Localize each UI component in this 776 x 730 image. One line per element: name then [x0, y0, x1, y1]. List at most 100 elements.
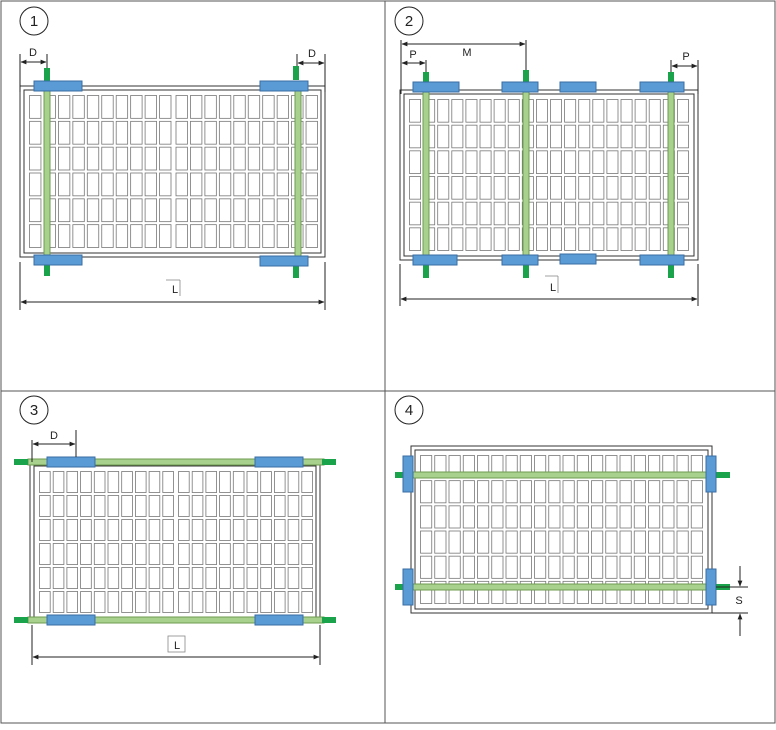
cell — [649, 151, 660, 174]
cell — [149, 496, 160, 517]
cell — [163, 496, 174, 517]
panel-number: 1 — [30, 13, 38, 30]
cell — [219, 199, 230, 222]
cell — [551, 100, 562, 123]
cell — [73, 147, 84, 170]
cell — [410, 151, 421, 174]
cell — [421, 531, 432, 553]
cell — [306, 173, 317, 196]
cell — [73, 121, 84, 144]
cell — [302, 520, 313, 541]
cell — [565, 125, 576, 148]
cell — [606, 531, 617, 553]
cell — [577, 531, 588, 553]
cell — [179, 472, 190, 493]
cell — [677, 202, 688, 225]
cell — [234, 96, 245, 119]
cell — [131, 147, 142, 170]
cell — [621, 177, 632, 200]
rail-middle — [523, 88, 529, 262]
cell — [108, 472, 119, 493]
cell — [135, 472, 146, 493]
cell — [53, 496, 64, 517]
cell — [592, 506, 603, 528]
cell — [206, 472, 217, 493]
cell — [635, 151, 646, 174]
cell — [190, 96, 201, 119]
cell — [463, 481, 474, 503]
cell — [102, 225, 113, 248]
cell — [145, 121, 156, 144]
cell — [302, 544, 313, 565]
cell — [40, 496, 51, 517]
cell — [40, 592, 51, 613]
cell — [131, 96, 142, 119]
cell — [621, 228, 632, 251]
cell — [466, 228, 477, 251]
cell — [145, 147, 156, 170]
cell — [492, 481, 503, 503]
cell — [53, 568, 64, 589]
cell — [81, 544, 92, 565]
cell — [192, 496, 203, 517]
cell — [494, 228, 505, 251]
cell — [592, 481, 603, 503]
cell — [261, 472, 272, 493]
cell — [649, 177, 660, 200]
cell — [579, 100, 590, 123]
cell — [179, 520, 190, 541]
bolt — [14, 617, 28, 623]
cell — [606, 556, 617, 578]
cell — [274, 520, 285, 541]
cell — [438, 177, 449, 200]
panel-3: 3 D L — [14, 396, 336, 665]
cell — [145, 199, 156, 222]
cell — [452, 202, 463, 225]
cell — [73, 96, 84, 119]
cell — [67, 592, 78, 613]
cell — [102, 147, 113, 170]
cell — [149, 592, 160, 613]
cell — [206, 592, 217, 613]
cell — [190, 225, 201, 248]
cell — [176, 225, 187, 248]
cell — [190, 173, 201, 196]
cell — [677, 151, 688, 174]
cell — [492, 556, 503, 578]
cell — [53, 520, 64, 541]
cell — [421, 506, 432, 528]
cell — [73, 173, 84, 196]
cell — [179, 544, 190, 565]
cell — [94, 496, 105, 517]
cell — [205, 96, 216, 119]
cell — [160, 96, 171, 119]
cell — [233, 544, 244, 565]
cell — [551, 151, 562, 174]
cell — [306, 96, 317, 119]
cell — [620, 481, 631, 503]
cell — [288, 544, 299, 565]
cell — [58, 147, 69, 170]
cell — [438, 228, 449, 251]
cell — [563, 481, 574, 503]
cell — [435, 506, 446, 528]
cell — [206, 496, 217, 517]
cell — [579, 202, 590, 225]
label-length: L — [172, 284, 178, 296]
cell — [135, 544, 146, 565]
cell — [620, 556, 631, 578]
cell — [579, 151, 590, 174]
cell — [607, 202, 618, 225]
cell — [536, 228, 547, 251]
cell — [179, 496, 190, 517]
cell — [593, 228, 604, 251]
bolt — [322, 459, 336, 465]
label-d: D — [50, 430, 58, 442]
cell — [58, 173, 69, 196]
cell — [677, 531, 688, 553]
cell — [677, 228, 688, 251]
bolt — [44, 68, 50, 82]
solar-module — [30, 462, 320, 622]
panel-1: 1 D D — [20, 7, 325, 310]
cell — [160, 199, 171, 222]
